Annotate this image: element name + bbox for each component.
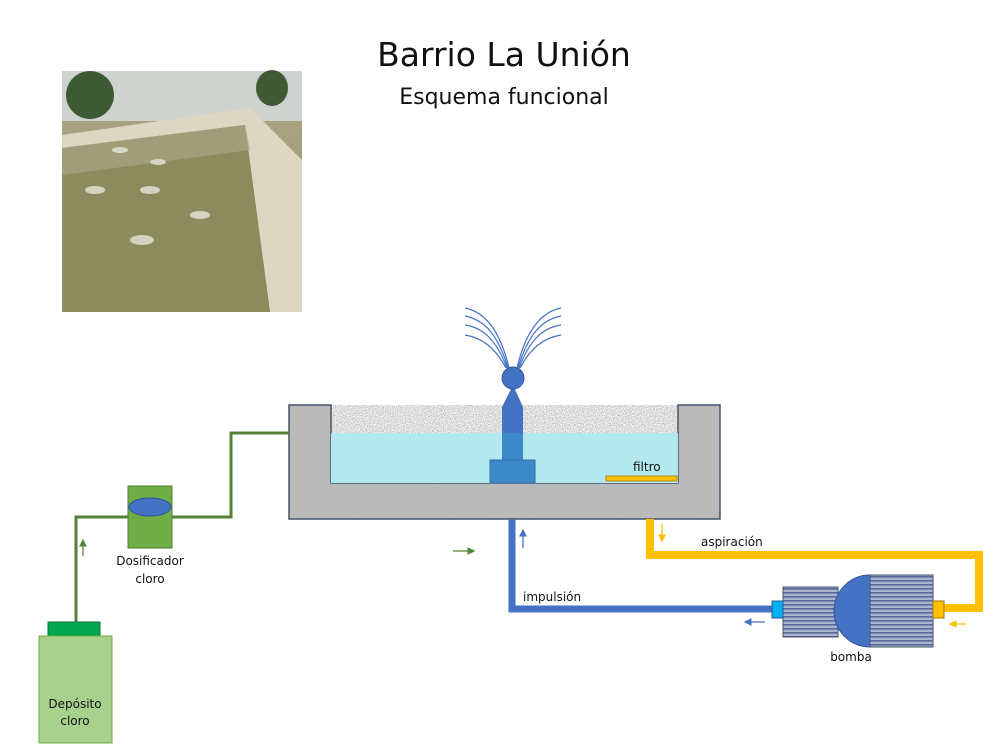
fountain-photo xyxy=(62,70,302,312)
filter xyxy=(605,475,678,482)
pump-label: bomba xyxy=(830,650,872,664)
pump xyxy=(771,574,945,648)
delivery-label: impulsión xyxy=(523,590,581,604)
chlorine-doser xyxy=(127,485,173,549)
suction-label: aspiración xyxy=(701,535,763,549)
fountain-nozzle xyxy=(464,307,562,484)
page-title: Barrio La Unión xyxy=(377,35,631,74)
tank-label: cloro xyxy=(60,714,89,728)
chlorine-pipe xyxy=(74,515,128,622)
tank-label: Depósito xyxy=(48,697,101,711)
chlorine-pipe xyxy=(172,431,289,519)
doser-label: Dosificador xyxy=(116,554,184,568)
water-spray xyxy=(464,307,562,369)
chlorine-tank xyxy=(38,621,113,744)
doser-label: cloro xyxy=(135,572,164,586)
page-subtitle: Esquema funcional xyxy=(399,85,609,110)
suction-pipe xyxy=(646,519,983,612)
filter-label: filtro xyxy=(633,460,661,474)
delivery-pipe xyxy=(508,519,772,613)
